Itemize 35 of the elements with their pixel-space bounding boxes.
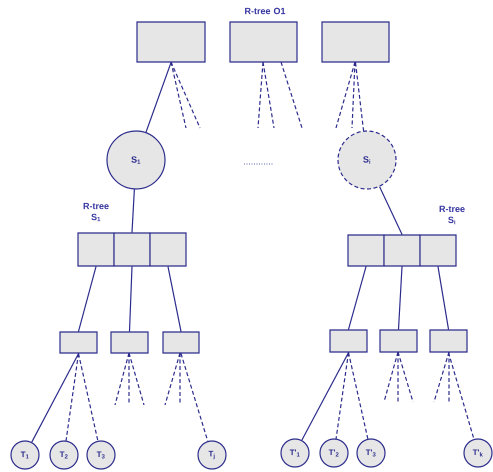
tree-node-box [229,21,298,63]
connector-line [145,62,172,132]
connector-line [131,190,135,232]
tree-node-box [110,331,149,354]
connector-line [348,352,368,439]
tree-node-box [59,331,98,354]
tree-node-box [379,329,418,353]
tree-node-box [149,232,187,267]
tree-node-box [383,234,421,267]
connector-line [354,62,364,131]
connector-line [301,352,350,440]
connector-line [379,186,403,235]
connector-line [336,352,350,439]
tree-node-box [113,232,151,267]
connector-line [128,266,133,332]
connector-line [167,266,182,332]
connector-line [31,353,80,442]
tree-node-box [347,234,385,267]
connector-line [78,353,98,441]
connector-line [448,352,474,440]
tree-node-box [162,331,200,354]
tree-node-box [429,329,468,353]
connector-line [180,353,208,442]
tree-node-box [321,21,390,63]
tree-node-box [77,232,115,267]
tree-node-box [419,234,457,267]
connector-line [78,266,97,332]
connector-line [398,266,403,330]
tree-label: R-tree S$_{1}$ [84,202,109,222]
tree-node-box [136,21,206,63]
tree-node-box [329,329,368,353]
connector-line [437,266,450,330]
tree-label: R-tree S$_{i}$ [440,206,465,224]
connector-line [65,354,80,441]
connector-line [348,266,367,330]
